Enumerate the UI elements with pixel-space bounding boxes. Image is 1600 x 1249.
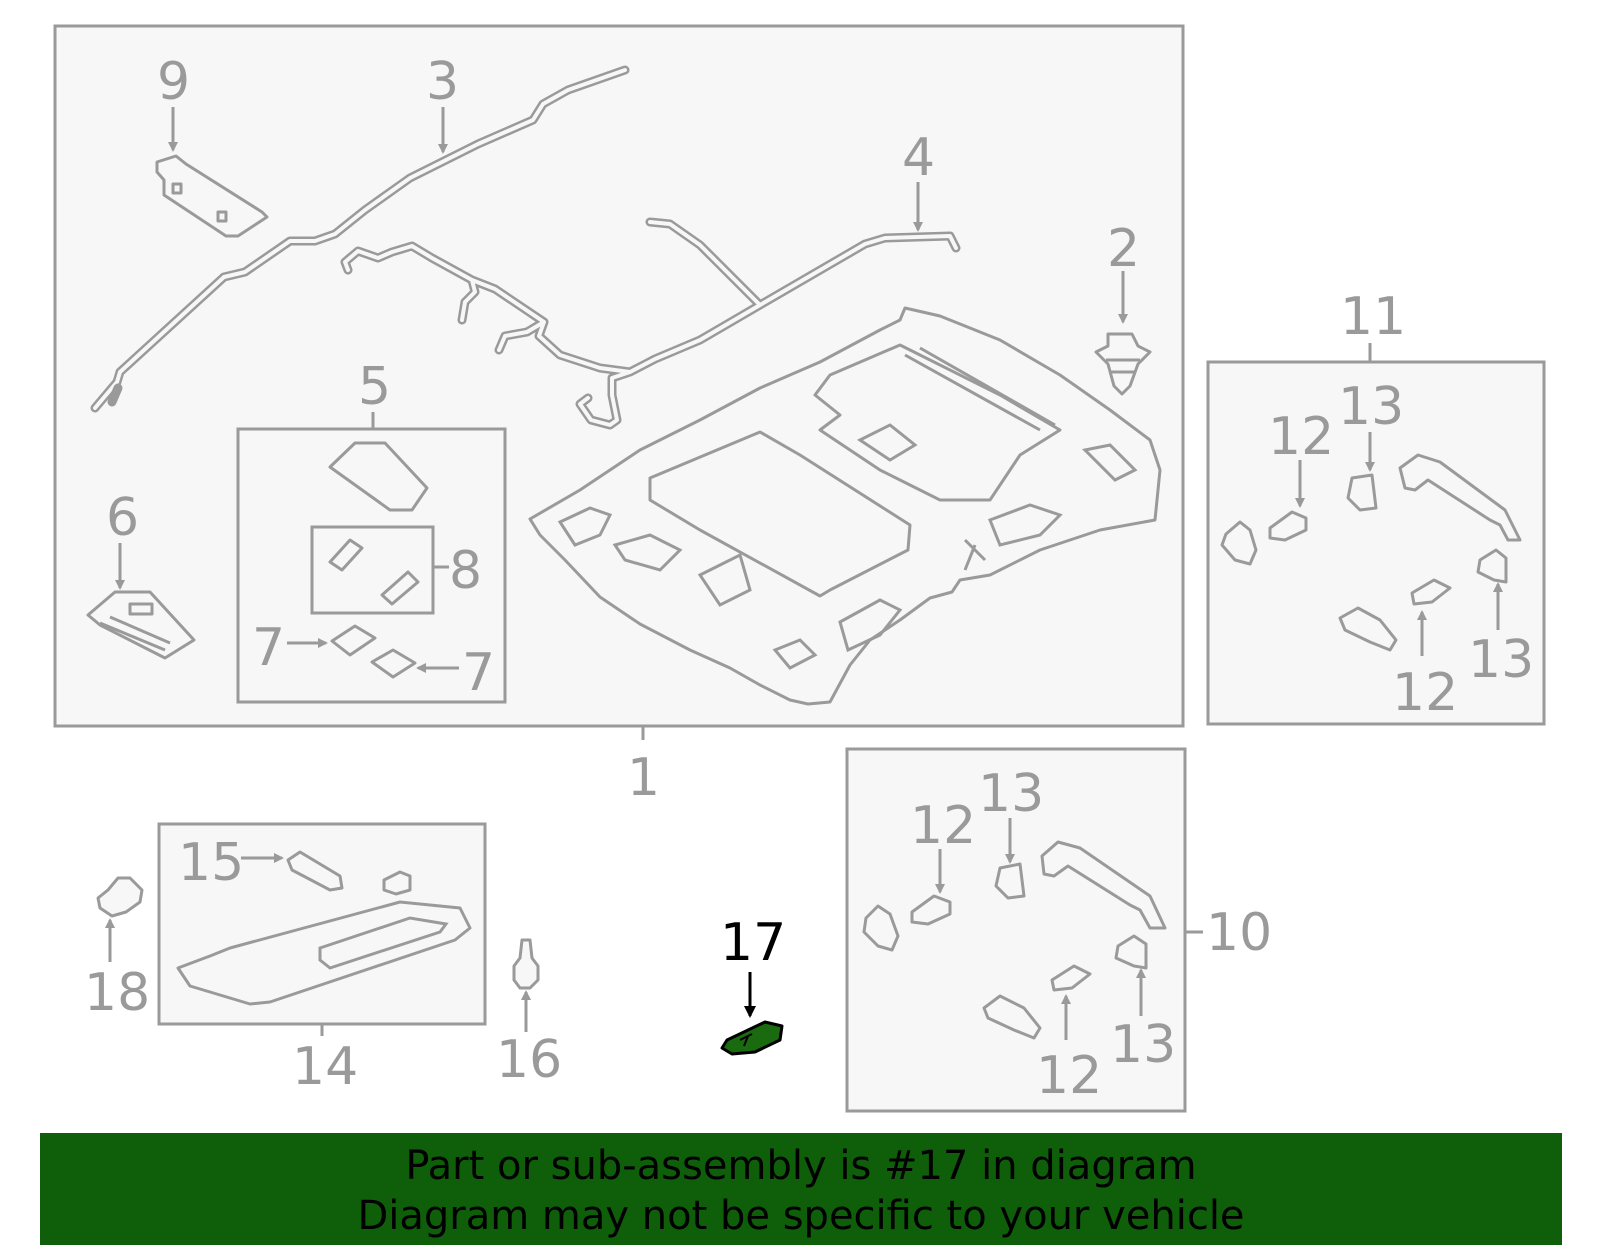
part-7-clips [330, 624, 417, 679]
group-box-8 [310, 525, 435, 615]
callout-13-a: 13 [1338, 377, 1404, 437]
part-6-dome-lamp [86, 590, 196, 660]
banner-line-2: Diagram may not be specific to your vehi… [357, 1193, 1245, 1239]
callout-12-a: 12 [1268, 407, 1334, 467]
callout-11: 11 [1340, 287, 1406, 347]
part-4-wire-harness [340, 217, 961, 430]
part-5-lens [328, 441, 429, 512]
callout-17: 17 [720, 913, 786, 973]
callout-14: 14 [292, 1037, 358, 1097]
callout-10: 10 [1206, 903, 1272, 963]
callout-13-b: 13 [1468, 630, 1534, 690]
part-17-highlighted[interactable] [720, 1020, 784, 1056]
callout-12-c: 12 [910, 796, 976, 856]
callout-8: 8 [449, 541, 482, 601]
part-3-wire-harness [90, 65, 630, 413]
box-11-parts [1220, 453, 1522, 652]
callout-7-left: 7 [252, 618, 285, 678]
part-16-screw [512, 938, 540, 990]
callout-9: 9 [157, 52, 190, 112]
part-8-bulbs [328, 538, 420, 606]
callout-12-b: 12 [1392, 663, 1458, 723]
callout-labels: 1 2 3 4 5 6 7 7 8 9 10 11 12 13 12 13 12… [84, 52, 1534, 1106]
part-2-clip [1094, 332, 1152, 396]
part-9-lamp [155, 154, 269, 238]
info-banner: Part or sub-assembly is #17 in diagram D… [40, 1133, 1562, 1245]
callout-3: 3 [426, 52, 459, 112]
callout-7-right: 7 [462, 643, 495, 703]
callout-15: 15 [178, 833, 244, 893]
part-1-headliner [528, 306, 1162, 706]
box-10-parts [862, 840, 1167, 1040]
callout-4: 4 [902, 128, 935, 188]
part-18-clip [96, 876, 144, 918]
callout-13-c: 13 [978, 764, 1044, 824]
part-14-sunvisor [176, 870, 472, 1006]
callout-13-d: 13 [1110, 1015, 1176, 1075]
banner-line-1: Part or sub-assembly is #17 in diagram [405, 1143, 1197, 1189]
callout-2: 2 [1107, 219, 1140, 279]
callout-18: 18 [84, 963, 150, 1023]
part-15-bulb [286, 850, 344, 892]
callout-5: 5 [358, 357, 391, 417]
group-box-11 [1206, 360, 1546, 726]
group-box-10 [845, 747, 1187, 1113]
callout-6: 6 [106, 488, 139, 548]
callout-16: 16 [496, 1030, 562, 1090]
leader-lines [105, 107, 1503, 1040]
callout-1: 1 [627, 748, 660, 808]
callout-12-d: 12 [1036, 1046, 1102, 1106]
